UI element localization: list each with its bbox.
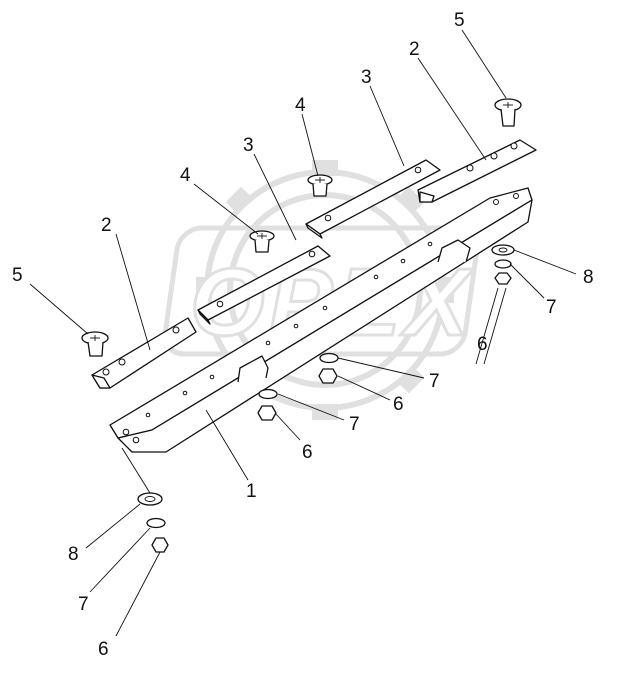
callout-6-low: 6 — [302, 442, 313, 463]
callout-7-mid: 7 — [429, 371, 440, 392]
left-fastener-stack — [121, 447, 169, 553]
part-4-left-screw — [249, 230, 275, 253]
mid-fastener-stack — [318, 352, 339, 384]
callout-5-left: 5 — [12, 265, 23, 286]
callout-4-left: 4 — [180, 165, 191, 186]
callout-2-right: 2 — [409, 39, 420, 60]
callout-6-mid: 6 — [393, 394, 404, 415]
callout-6-right: 6 — [477, 334, 488, 355]
part-2-left-strap — [91, 317, 197, 389]
callout-7-left: 7 — [78, 594, 89, 615]
callout-6-left: 6 — [98, 639, 109, 660]
part-4-mid-screw — [307, 174, 333, 197]
callout-3-left: 3 — [243, 135, 254, 156]
part-5-left-screw — [81, 331, 109, 357]
low-fastener-stack — [257, 388, 278, 421]
callout-1: 1 — [246, 481, 257, 502]
callout-8-left: 8 — [68, 544, 79, 565]
leader-lines — [29, 29, 577, 637]
callout-8-right: 8 — [583, 267, 594, 288]
part-5-right-screw — [494, 98, 522, 127]
watermark-gear-teeth — [196, 160, 454, 420]
part-3-left-plate — [197, 245, 331, 325]
callout-5-right: 5 — [454, 10, 465, 31]
callout-3-right: 3 — [361, 67, 372, 88]
part-3-right-plate — [305, 159, 441, 239]
callout-4-mid: 4 — [295, 95, 306, 116]
callout-7-right: 7 — [546, 297, 557, 318]
callout-2-left: 2 — [101, 215, 112, 236]
callout-labels: 5 2 4 3 4 3 2 5 8 7 6 7 6 7 6 1 8 7 6 — [12, 10, 594, 660]
part-1-main-bracket — [109, 187, 533, 453]
callout-7-low: 7 — [349, 414, 360, 435]
right-fastener-stack — [475, 244, 515, 365]
part-2-right-strap — [417, 139, 537, 203]
